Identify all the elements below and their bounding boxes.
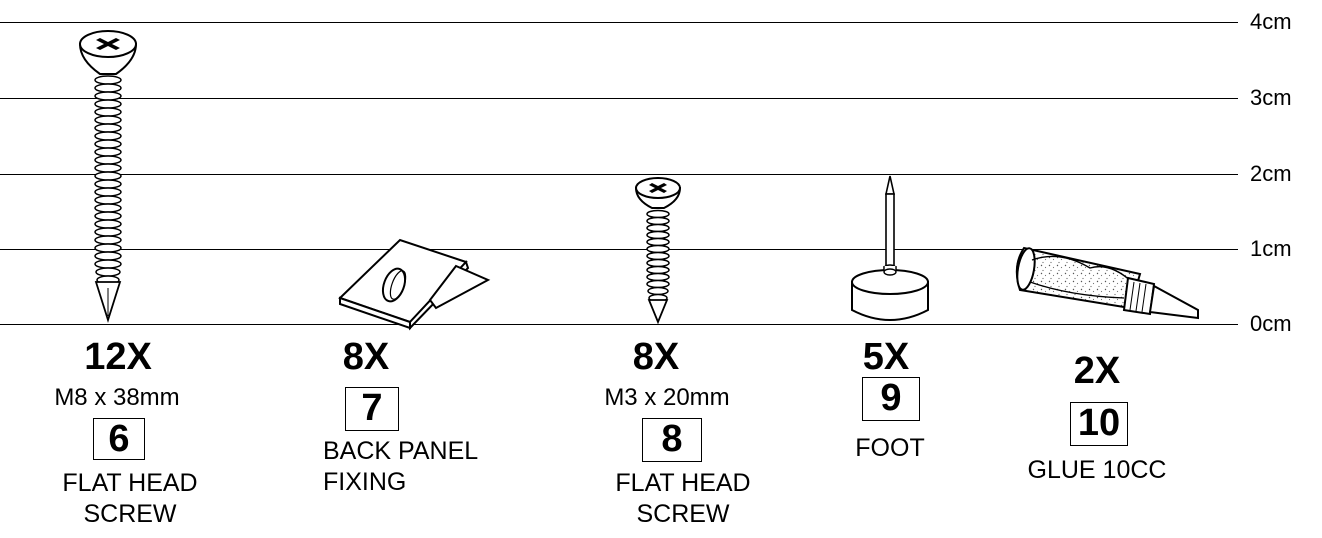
scale-label-0cm: 0cm: [1250, 311, 1292, 336]
part-7-quantity: 8X: [342, 336, 390, 378]
part-7-name: BACK PANEL FIXING: [323, 436, 543, 498]
part-8-name: FLAT HEAD SCREW: [573, 468, 793, 530]
part-7-name-line-1: BACK PANEL: [323, 437, 479, 465]
long-screw-icon: [78, 30, 138, 323]
part-8-number-box: 8: [642, 418, 702, 462]
scale-line-3cm: [0, 98, 1238, 99]
part-9-name: FOOT: [790, 433, 990, 464]
scale-line-2cm: [0, 174, 1238, 175]
part-8-quantity: 8X: [632, 336, 680, 378]
part-8-spec: M3 x 20mm: [604, 384, 730, 411]
scale-line-4cm: [0, 22, 1238, 23]
part-6-name-line-1: FLAT HEAD: [62, 469, 198, 497]
short-screw-icon: [634, 177, 682, 325]
part-8-name-line-2: SCREW: [636, 500, 730, 528]
part-6-quantity: 12X: [84, 336, 152, 378]
scale-label-1cm: 1cm: [1250, 236, 1292, 261]
part-6-number-box: 6: [93, 418, 145, 460]
part-6-name: FLAT HEAD SCREW: [20, 468, 240, 530]
part-9-number-box: 9: [862, 377, 920, 421]
part-10-name: GLUE 10CC: [997, 455, 1197, 486]
part-6-spec: M8 x 38mm: [54, 384, 180, 411]
part-9-quantity: 5X: [862, 336, 910, 378]
part-10-name-line-1: GLUE 10CC: [1027, 456, 1167, 484]
scale-line-0cm: [0, 324, 1238, 325]
part-7-number-box: 7: [345, 387, 399, 431]
scale-label-4cm: 4cm: [1250, 9, 1292, 34]
scale-label-3cm: 3cm: [1250, 85, 1292, 110]
part-7-name-line-2: FIXING: [323, 468, 407, 496]
part-10-quantity: 2X: [1073, 350, 1121, 392]
back-panel-fixing-icon: [338, 238, 491, 331]
glue-tube-icon: [1015, 246, 1199, 320]
scale-label-2cm: 2cm: [1250, 161, 1292, 186]
part-8-name-line-1: FLAT HEAD: [615, 469, 751, 497]
foot-icon: [851, 175, 929, 321]
scale-line-1cm: [0, 249, 1238, 250]
part-6-name-line-2: SCREW: [83, 500, 177, 528]
part-9-name-line-1: FOOT: [855, 434, 925, 462]
part-10-number-box: 10: [1070, 402, 1128, 446]
